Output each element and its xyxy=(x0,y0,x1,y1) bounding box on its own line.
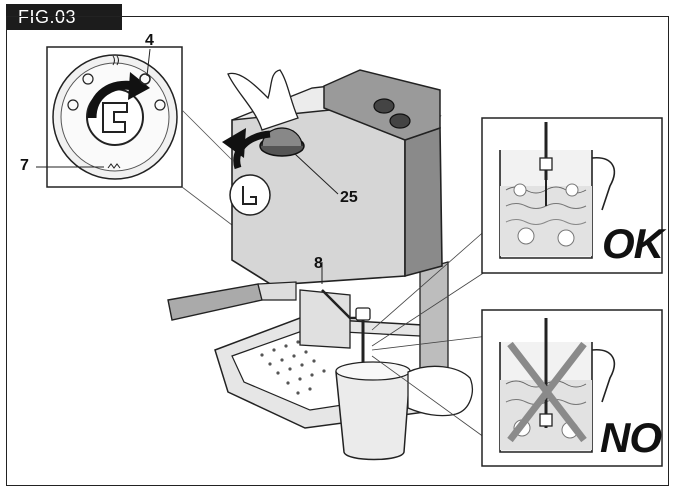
portafilter-handle xyxy=(167,283,263,321)
steam-symbol-icon xyxy=(112,55,119,66)
control-button-2-icon xyxy=(389,113,411,129)
dial-arrow-icon xyxy=(87,72,150,119)
callout-8: 8 xyxy=(314,255,323,272)
hot-water-symbol-icon xyxy=(107,163,121,169)
cross-mark-icon xyxy=(507,341,587,443)
callout-25: 25 xyxy=(340,189,358,206)
control-button-1-icon xyxy=(373,98,395,114)
verdict-no: NO xyxy=(600,414,662,461)
figure-frame xyxy=(6,16,669,486)
ok-panel xyxy=(481,117,663,274)
dial-symbol-left-icon xyxy=(82,73,94,85)
figure-label: FIG.03 xyxy=(18,7,77,27)
hand-on-jug-illustration xyxy=(407,365,473,417)
callout-7: 7 xyxy=(20,157,29,174)
no-panel xyxy=(481,309,663,467)
dial-symbol-4-icon xyxy=(139,73,151,85)
figure-label-tab: FIG.03 xyxy=(6,4,122,30)
dial-symbol-right-icon xyxy=(154,99,166,111)
hand-on-knob-illustration xyxy=(227,69,299,131)
verdict-ok: OK xyxy=(602,220,664,267)
espresso-machine xyxy=(167,69,489,461)
dial-inset xyxy=(36,46,233,226)
dial-symbol-left2-icon xyxy=(67,99,79,111)
callout-4: 4 xyxy=(145,32,154,49)
machine-dial-icon xyxy=(229,174,271,216)
